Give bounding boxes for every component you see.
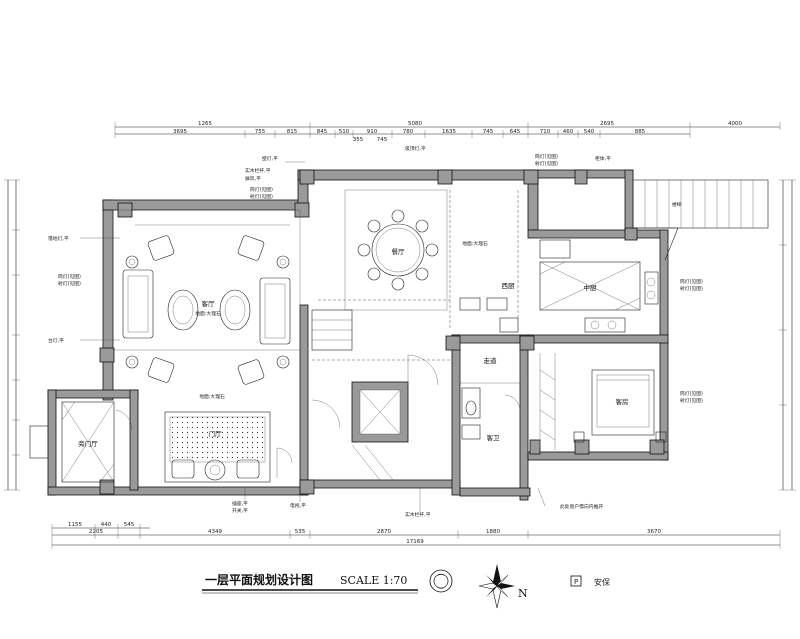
dim-bottom-inner-3: 545	[124, 522, 135, 528]
leader-notes: 壁灯,平 实木栏杆,平 屏风,平 筒灯(见图) 射灯(见图) 吸顶灯,平 落地灯…	[48, 145, 703, 518]
walls	[47, 169, 669, 501]
note-spot-4: 射灯(见图)	[58, 280, 81, 287]
dim-bottom-mid-1: 2205	[89, 529, 103, 535]
note-switch: 开关,平	[232, 507, 248, 514]
dim-top-inner-13: 540	[584, 129, 595, 135]
note-spot-9: 筒灯(见图)	[680, 390, 703, 397]
seal-icon	[429, 569, 453, 593]
dim-top-outer-2: 5080	[408, 121, 422, 127]
note-railing-bottom: 实木栏杆,平	[405, 511, 431, 518]
note-spot-5: 筒灯(见图)	[535, 153, 558, 160]
note-screen: 屏风,平	[245, 176, 261, 182]
dim-top-inner-12: 460	[563, 129, 574, 135]
guest-bath-label: 客卫	[487, 433, 501, 442]
note-spot-6: 射灯(见图)	[535, 160, 558, 167]
dim-bottom-mid-6: 3670	[647, 529, 661, 535]
dim-top-small-1: 355	[353, 137, 364, 143]
living-room-label: 客厅	[202, 299, 216, 308]
drawing-title: 一层平面规划设计图	[205, 572, 313, 587]
dim-top-inner-2: 755	[255, 129, 266, 135]
western-kitchen: 西厨 地面:大理石	[459, 190, 519, 333]
dining-room: 餐厅	[318, 189, 451, 330]
corridor-label: 走道	[484, 356, 498, 365]
living-room: 客厅 地面:大理石	[112, 209, 301, 385]
note-cabinet: 柜体,平	[595, 155, 611, 162]
legend-box-letter: P	[574, 578, 578, 586]
note-railing-top: 实木栏杆,平	[245, 167, 271, 174]
note-socket: 插座,平	[232, 500, 248, 507]
dim-top-inner-6: 910	[367, 129, 378, 135]
note-tv: 电视,平	[290, 502, 306, 509]
side-hall-label: 旁门厅	[78, 439, 98, 448]
kitchen-label: 中厨	[584, 283, 598, 292]
bedroom-label: 客房	[616, 397, 629, 406]
dim-top-outer-1: 1265	[198, 121, 212, 127]
living-room-floor: 地面:大理石	[195, 310, 221, 317]
note-floor-lamp: 落地灯,平	[48, 235, 69, 242]
north-arrow-icon	[478, 564, 515, 609]
foyer-label: 门厅	[209, 429, 223, 438]
corridor-and-bath: 走道 客卫	[459, 342, 521, 442]
dim-bottom-mid-5: 1880	[486, 529, 500, 535]
stairwell	[311, 309, 450, 481]
bedroom: 客房	[539, 353, 667, 450]
title-block: 一层平面规划设计图 SCALE 1:70 N P 安保	[202, 564, 610, 609]
dim-top-inner-11: 710	[540, 129, 551, 135]
north-label: N	[518, 587, 528, 600]
dim-top-inner-8: 1635	[442, 129, 456, 135]
foyer: 门厅 地面:大理石	[164, 393, 293, 483]
stair-label: 楼梯	[672, 201, 682, 208]
dim-top-outer-3: 2695	[600, 121, 614, 127]
dim-top-outer-4: 4000	[728, 121, 742, 127]
bottom-dimensions: 1155 440 545 2205 4349 535 2870 1880 367…	[51, 522, 781, 549]
dim-bottom-mid-3: 535	[295, 529, 306, 535]
note-ceiling-light: 吸顶灯,平	[405, 145, 426, 152]
side-hall: 旁门厅	[29, 401, 133, 483]
drawing-scale: SCALE 1:70	[340, 574, 407, 587]
kitchen: 中厨	[539, 239, 659, 333]
note-spot-3: 筒灯(见图)	[58, 273, 81, 280]
western-kitchen-label: 西厨	[502, 282, 516, 290]
dim-bottom-mid-4: 2870	[377, 529, 391, 535]
dim-top-inner-14: 885	[635, 129, 646, 135]
note-spot-2: 射灯(见图)	[250, 193, 273, 200]
note-wall-lamp: 壁灯,平	[262, 155, 278, 162]
note-spot-1: 筒灯(见图)	[250, 186, 273, 193]
legend-label: 安保	[594, 577, 610, 587]
note-spot-10: 射灯(见图)	[680, 397, 703, 404]
dim-top-inner-3: 815	[287, 129, 298, 135]
side-dimensions	[4, 179, 796, 491]
dim-top-inner-7: 780	[403, 129, 414, 135]
dim-top-inner-5: 510	[339, 129, 350, 135]
dim-bottom-total: 17169	[406, 539, 424, 545]
western-kitchen-floor: 地面:大理石	[462, 240, 488, 247]
dim-top-inner-10: 645	[510, 129, 521, 135]
foyer-floor: 地面:大理石	[199, 393, 225, 400]
exterior-stair: 楼梯	[632, 179, 769, 261]
note-spot-7: 筒灯(见图)	[680, 278, 703, 285]
dim-top-inner-1: 3695	[173, 129, 187, 135]
note-bedroom-window: 此处窗户需向内推开	[560, 503, 603, 510]
top-dimensions: 1265 5080 2695 4000 3695 755 815 845 510…	[114, 121, 781, 143]
note-table-lamp: 台灯,平	[48, 337, 64, 344]
dining-room-label: 餐厅	[392, 247, 406, 256]
note-spot-8: 射灯(见图)	[680, 285, 703, 292]
dim-top-small-2: 745	[377, 137, 388, 143]
dim-bottom-inner-1: 1155	[68, 522, 82, 528]
dim-top-inner-9: 745	[483, 129, 494, 135]
dim-top-inner-4: 845	[317, 129, 328, 135]
dim-bottom-inner-2: 440	[101, 522, 112, 528]
dim-bottom-mid-2: 4349	[208, 529, 222, 535]
